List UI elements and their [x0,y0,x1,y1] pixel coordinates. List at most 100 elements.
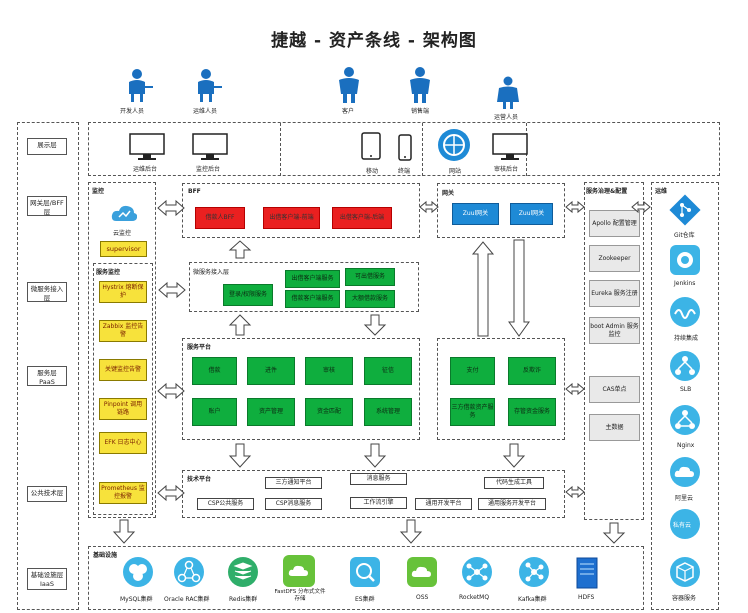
layer-public-tech: 公共技术层 [27,486,67,502]
slb-icon [670,351,700,381]
layer-paas: 服务层 PaaS [27,366,67,386]
infra-item-label: OSS [416,594,429,601]
business-panel [182,338,420,440]
nginx-icon [670,405,700,435]
third-party-panel [437,338,565,440]
zuul-gateway-box: Zuul网关 [510,203,553,225]
customer-person-icon [339,67,359,103]
arrow-down [602,522,626,544]
infra-item-label: MySQL集群 [120,596,153,603]
tablet-icon [361,132,381,160]
cas-box: CAS单点 [589,376,640,403]
third-party-item: 支付 [450,357,495,385]
display-item-label: 终端 [398,168,411,175]
business-item: 账户 [192,398,237,426]
layer-access: 微服务接入层 [27,282,67,302]
display-item-label: 审核后台 [494,166,519,173]
arrow-both [419,200,439,214]
arrow-down [363,314,387,336]
arrow-both [158,281,186,299]
arrow-down [112,519,136,544]
tech-item: 工作流引擎 [350,497,407,509]
display-item-label: 网站 [449,168,462,175]
master-data-box: 主数据 [589,414,640,441]
bff-item: 出借客户端-前端 [263,207,320,229]
ops-panel [651,182,719,610]
hystrix-box: Hystrix 熔断保护 [99,281,147,303]
redis-icon [228,557,258,587]
monitor-panel [88,182,156,518]
tech-item: CSP消息服务 [265,498,322,510]
phone-icon [398,134,412,161]
third-party-item: 反欺诈 [508,357,556,385]
monitor-icon [492,133,528,160]
arrow-both [157,199,185,217]
access-item: 出借客户端服务 [285,270,340,288]
oracle-rac-icon [174,557,204,587]
arrow-both [565,485,585,499]
tech-item: 通用服务开发平台 [478,498,546,510]
zabbix-box: Zabbix 监控告警 [99,320,147,342]
arrow-up [228,240,252,259]
website-icon [438,129,470,161]
oss-icon [407,557,437,587]
user-label: 运维人员 [193,108,218,115]
monitor-title: 监控 [92,188,105,195]
arrow-both [157,484,185,502]
monitor-icon [192,133,228,160]
third-party-item: 三方借款资产服务 [450,398,495,426]
supervisor-box: supervisor [100,241,147,257]
layer-iaas: 基础设施层 IaaS [27,568,67,590]
arrow-down [508,239,530,337]
cloud-monitor-label: 云监控 [113,230,132,237]
user-label: 销售端 [411,108,430,115]
eureka-box: Eureka 服务注册 [589,280,640,307]
bff-panel [182,183,420,238]
prometheus-box: Prometheus 监控报警 [99,482,147,504]
aliyun-icon [670,457,700,487]
arrow-down [363,443,387,468]
kafka-icon [519,557,549,587]
ops-item-label: 阿里云 [675,495,694,502]
key-monitor-box: 关键监控告警 [99,359,147,381]
arrow-both [157,382,185,400]
service-monitor-title: 服务监控 [96,269,121,276]
business-item: 征信 [364,357,412,385]
business-item: 借款 [192,357,237,385]
infra-panel [88,546,644,610]
infra-item-label: HDFS [578,594,595,601]
layer-display: 展示层 [27,138,67,155]
infra-item-label: ES集群 [355,596,375,603]
infra-item-label: Kafka集群 [518,596,547,603]
business-title: 服务平台 [187,344,212,351]
business-item: 审核 [305,357,353,385]
display-item-label: 运维后台 [133,166,158,173]
arrow-both [631,200,651,214]
zookeeper-box: Zookeeper [589,245,640,272]
bff-item: 借款人BFF [195,207,245,229]
tech-item: 代码生成工具 [484,477,544,489]
infra-item-label: RocketMQ [459,594,490,601]
third-party-item: 存管资金服务 [508,398,556,426]
ops-item-label: 容器服务 [672,595,697,602]
ops-person-icon [198,69,222,102]
es-icon [350,557,380,587]
access-item: 大额借款服务 [345,290,395,308]
private-cloud-icon [670,509,700,539]
boot-admin-box: boot Admin 服务监控 [589,317,640,344]
gateway-panel [437,183,565,238]
arrow-down [399,519,423,544]
tech-item: CSP公共服务 [197,498,254,510]
ops-item-label: Nginx [677,442,695,449]
jenkins-icon [670,245,700,275]
tech-item: 消息服务 [350,473,407,485]
efk-box: EFK 日志中心 [99,432,147,454]
access-item: 登录/权限服务 [223,284,273,306]
display-divider [280,123,281,176]
hdfs-icon [576,557,598,589]
page-title: 捷越 - 资产条线 - 架构图 [271,31,477,51]
infra-item-label: Redis集群 [229,596,258,603]
ops-title: 运维 [655,188,668,195]
tech-item: 三方通知平台 [265,477,322,489]
